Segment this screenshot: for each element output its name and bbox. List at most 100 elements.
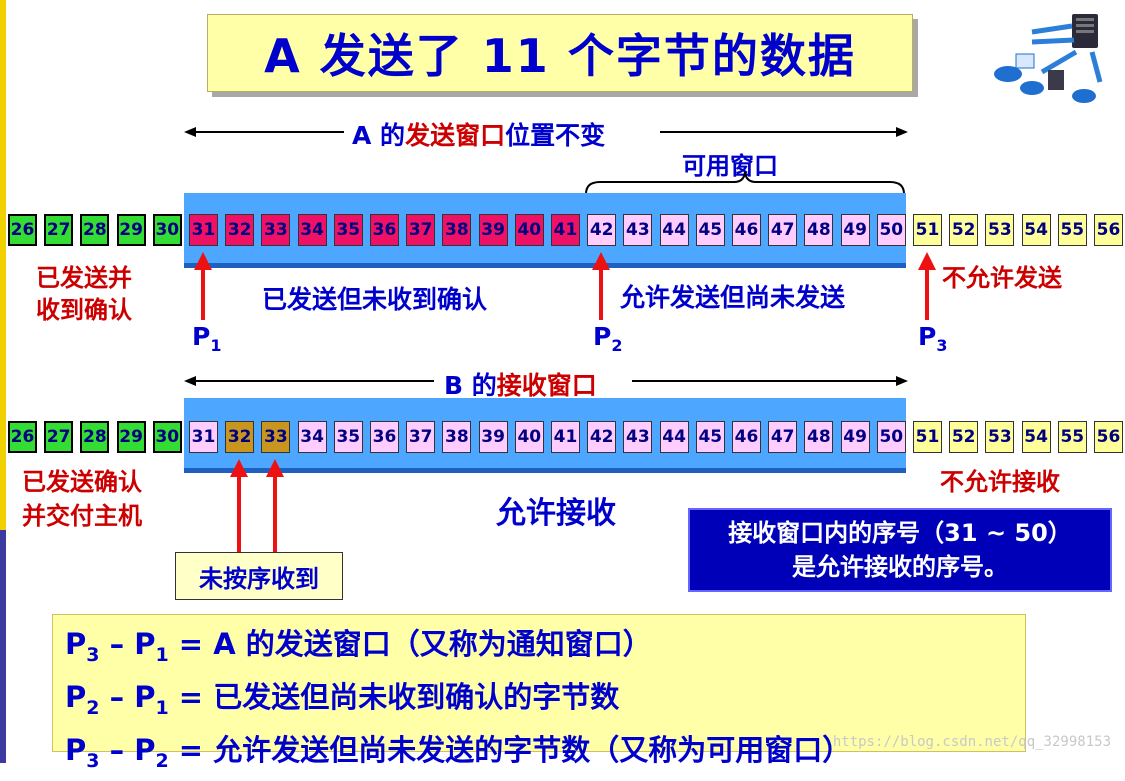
formula-line-3: P3 – P2 = 允许发送但尚未发送的字节数（又称为可用窗口） [65,729,1025,781]
receiver-seq-cell-40: 40 [514,421,544,453]
sender-window-right-line [660,131,896,133]
receiver-seq-cell-39: 39 [478,421,508,453]
p3-letter: P [918,322,937,351]
sender-seq-cell-26: 26 [8,214,37,246]
sender-seq-cell-29: 29 [116,214,146,246]
formula-1-operator: – [99,627,135,661]
formula-2-term-a-sub: 2 [86,696,100,719]
out-of-order-arrow-shaft-32 [237,475,241,552]
p3-label: P3 [918,322,947,355]
sender-seq-cell-45: 45 [695,214,725,246]
receiver-seq-cell-54: 54 [1021,421,1051,453]
sender-seq-cell-43: 43 [623,214,653,246]
p1-letter: P [192,322,211,351]
sender-seq-cell-34: 34 [297,214,327,246]
formula-3-term-b: P [134,732,156,767]
receiver-seq-cell-28: 28 [80,421,110,453]
receiver-seq-cell-43: 43 [623,421,653,453]
sender-window-left-arrowhead [184,127,196,137]
receiver-seq-cell-53: 53 [985,421,1015,453]
receiver-seq-cell-47: 47 [768,421,798,453]
formula-3-description: = 允许发送但尚未发送的字节数（又称为可用窗口） [168,732,852,767]
p2-letter: P [593,322,612,351]
sender-seq-cell-33: 33 [261,214,291,246]
receiver-seq-cell-30: 30 [152,421,182,453]
sender-seq-cell-53: 53 [985,214,1015,246]
receiver-seq-cell-31: 31 [189,421,218,453]
watermark: https://blog.csdn.net/qq_32998153 [832,734,1111,750]
receiver-seq-cell-45: 45 [695,421,725,453]
p2-arrowhead [592,252,610,270]
receiver-window-label-red: 接收窗口 [496,371,597,400]
formula-2-operator: – [99,679,135,714]
formula-1-term-a: P [65,627,87,661]
p3-arrow-shaft [925,268,929,320]
receiver-window-left-line [194,380,434,382]
receiver-window-left-arrowhead [184,376,196,386]
formula-3-term-b-sub: 2 [155,749,169,772]
out-of-order-note-text: 未按序收到 [199,564,319,593]
sender-seq-cell-55: 55 [1057,214,1087,246]
sender-seq-cell-35: 35 [333,214,363,246]
formula-1-term-a-sub: 3 [86,643,100,666]
sender-seq-cell-47: 47 [768,214,798,246]
receiver-seq-cell-44: 44 [659,421,689,453]
formula-line-2: P2 – P1 = 已发送但尚未收到确认的字节数 [65,676,1025,729]
info-box-line2: 是允许接收的序号。 [792,553,1008,581]
formula-3-term-a-sub: 3 [86,749,100,772]
p2-label: P2 [593,322,622,355]
receiver-window-label: B 的接收窗口 [444,366,597,402]
sender-seq-cell-32: 32 [225,214,255,246]
sender-seq-cell-51: 51 [913,214,942,246]
out-of-order-arrowhead-32 [230,459,248,477]
receiver-seq-cell-52: 52 [949,421,979,453]
formula-box: P3 – P1 = A 的发送窗口（又称为通知窗口） P2 – P1 = 已发送… [52,614,1026,771]
usable-window-brace [585,171,905,195]
receiver-seq-cell-42: 42 [587,421,617,453]
formula-1-term-b: P [134,627,156,661]
receiver-seq-cell-46: 46 [732,421,761,453]
receiver-not-allowed-label: 不允许接收 [940,468,1060,496]
p3-subscript: 3 [936,336,948,355]
out-of-order-arrow-shaft-33 [273,475,277,552]
receiver-seq-cell-37: 37 [406,421,436,453]
p2-subscript: 2 [611,336,623,355]
receiver-seq-cell-32: 32 [225,421,255,453]
receiver-window-right-line [632,380,896,382]
sender-seq-cell-41: 41 [551,214,580,246]
receiver-seq-cell-51: 51 [913,421,942,453]
receiver-seq-cell-33: 33 [261,421,291,453]
receiver-seq-cell-38: 38 [442,421,472,453]
left-accent-bar-bottom [0,530,6,763]
sender-seq-cell-49: 49 [840,214,870,246]
receiver-window-label-prefix: B 的 [444,371,497,400]
sender-window-left-line [194,131,344,133]
formula-2-term-b: P [134,679,156,714]
receiver-seq-cell-41: 41 [551,421,580,453]
p3-arrowhead [918,252,936,270]
info-box-line1: 接收窗口内的序号（31 ~ 50） [728,519,1072,547]
sender-sent-unacked-label: 已发送但未收到确认 [262,285,488,314]
network-icon [994,14,1103,103]
sender-acked-label-line2: 收到确认 [36,296,132,324]
sender-window-label-suffix: 位置不变 [505,121,606,150]
sender-seq-cell-27: 27 [44,214,74,246]
formula-2-term-b-sub: 1 [155,696,169,719]
sender-allowed-unsent-label: 允许发送但尚未发送 [620,283,846,312]
sender-seq-cell-36: 36 [370,214,399,246]
receiver-seq-cell-27: 27 [44,421,74,453]
p1-arrowhead [194,252,212,270]
receiver-seq-cell-36: 36 [370,421,399,453]
receiver-delivered-label-line2: 并交付主机 [22,502,142,530]
sender-seq-cell-44: 44 [659,214,689,246]
formula-line-1: P3 – P1 = A 的发送窗口（又称为通知窗口） [65,623,1025,676]
sender-seq-cell-39: 39 [478,214,508,246]
sender-seq-cell-48: 48 [804,214,834,246]
formula-3-term-a: P [65,732,87,767]
sender-seq-cell-38: 38 [442,214,472,246]
receiver-delivered-label-line1: 已发送确认 [22,468,142,496]
formula-1-term-b-sub: 1 [155,643,169,666]
p1-label: P1 [192,322,221,355]
p2-arrow-shaft [599,268,603,320]
